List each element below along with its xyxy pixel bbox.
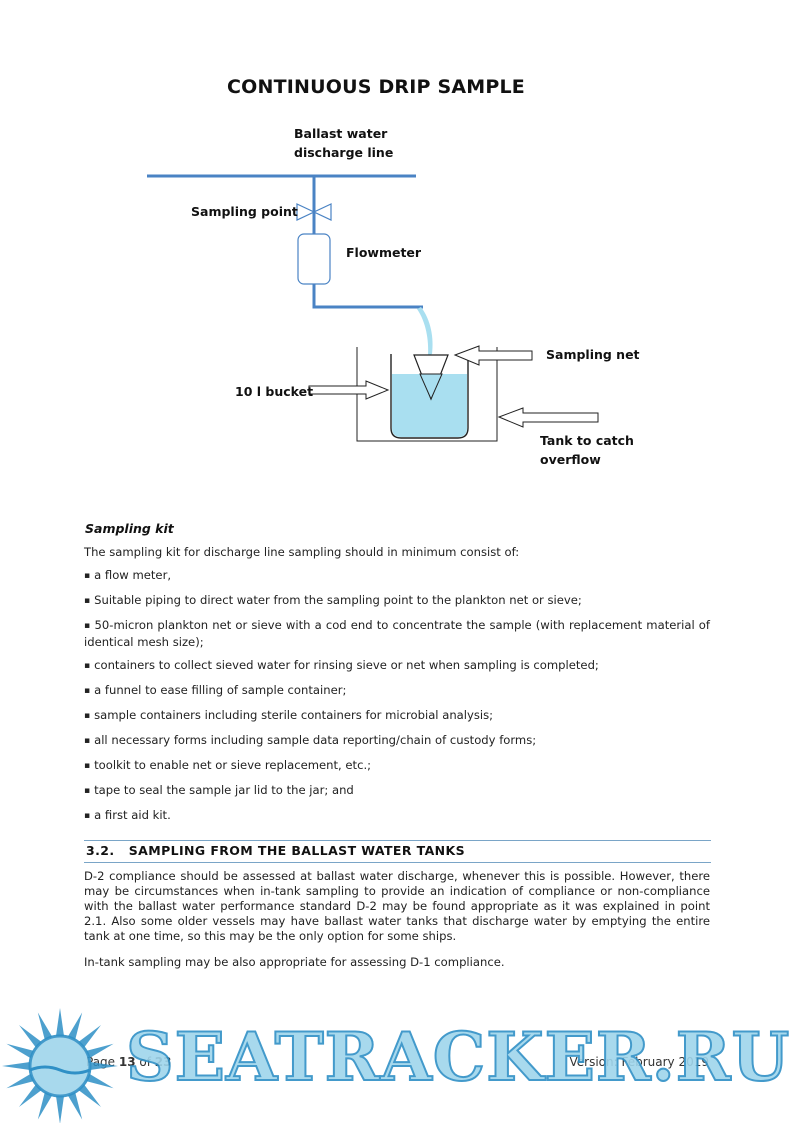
list-item: 50-micron plankton net or sieve with a c… [84, 618, 710, 650]
continuous-drip-diagram: Ballast water discharge line Sampling po… [147, 126, 640, 467]
section-heading-text: 3.2. SAMPLING FROM THE BALLAST WATER TAN… [86, 843, 466, 858]
list-item: containers to collect sieved water for r… [84, 658, 710, 675]
list-item: all necessary forms including sample dat… [84, 733, 710, 750]
arrow-tank [497, 407, 599, 428]
list-item: Suitable piping to direct water from the… [84, 593, 710, 610]
bucket [390, 354, 469, 439]
sampling-kit-intro: The sampling kit for discharge line samp… [84, 545, 520, 559]
label-sampling-point: Sampling point [191, 204, 298, 219]
list-item: sample containers including sterile cont… [84, 708, 710, 725]
label-discharge-line-1: Ballast water [294, 126, 388, 141]
label-tank-1: Tank to catch [540, 433, 634, 448]
arrow-bucket [308, 380, 390, 400]
section-paragraph-2: In-tank sampling may be also appropriate… [84, 955, 505, 969]
label-flowmeter: Flowmeter [346, 245, 422, 260]
list-item: a funnel to ease filling of sample conta… [84, 683, 710, 700]
water-stream [417, 307, 433, 356]
outlet-pipe [312, 284, 423, 309]
sampling-valve-icon [296, 203, 316, 221]
page-current: 13 [118, 1055, 136, 1069]
list-item: toolkit to enable net or sieve replaceme… [84, 758, 710, 775]
watermark-text: SEATRACKER.RU [125, 1017, 791, 1097]
list-item: tape to seal the sample jar lid to the j… [84, 783, 710, 800]
watermark-sun-logo [2, 1008, 118, 1123]
flowmeter-body [297, 233, 331, 285]
list-item: a flow meter, [84, 568, 710, 585]
label-sampling-net: Sampling net [546, 347, 640, 362]
list-item: a first aid kit. [84, 808, 710, 825]
arrow-sampling-net [453, 345, 533, 366]
section-heading: 3.2. SAMPLING FROM THE BALLAST WATER TAN… [84, 840, 711, 863]
diagram-title: CONTINUOUS DRIP SAMPLE [227, 76, 525, 98]
label-bucket: 10 l bucket [235, 384, 313, 399]
page-total: 23 [154, 1055, 172, 1069]
section-paragraph-1: D-2 compliance should be assessed at bal… [84, 869, 710, 943]
sampling-kit-title: Sampling kit [85, 521, 174, 536]
page-of: of [135, 1055, 155, 1069]
bucket-water [392, 374, 467, 437]
label-tank-2: overflow [540, 452, 601, 467]
version-label: Version: February 2019 [569, 1055, 709, 1069]
label-discharge-line-2: discharge line [294, 145, 393, 160]
sampling-kit-list: a flow meter, Suitable piping to direct … [84, 568, 710, 833]
